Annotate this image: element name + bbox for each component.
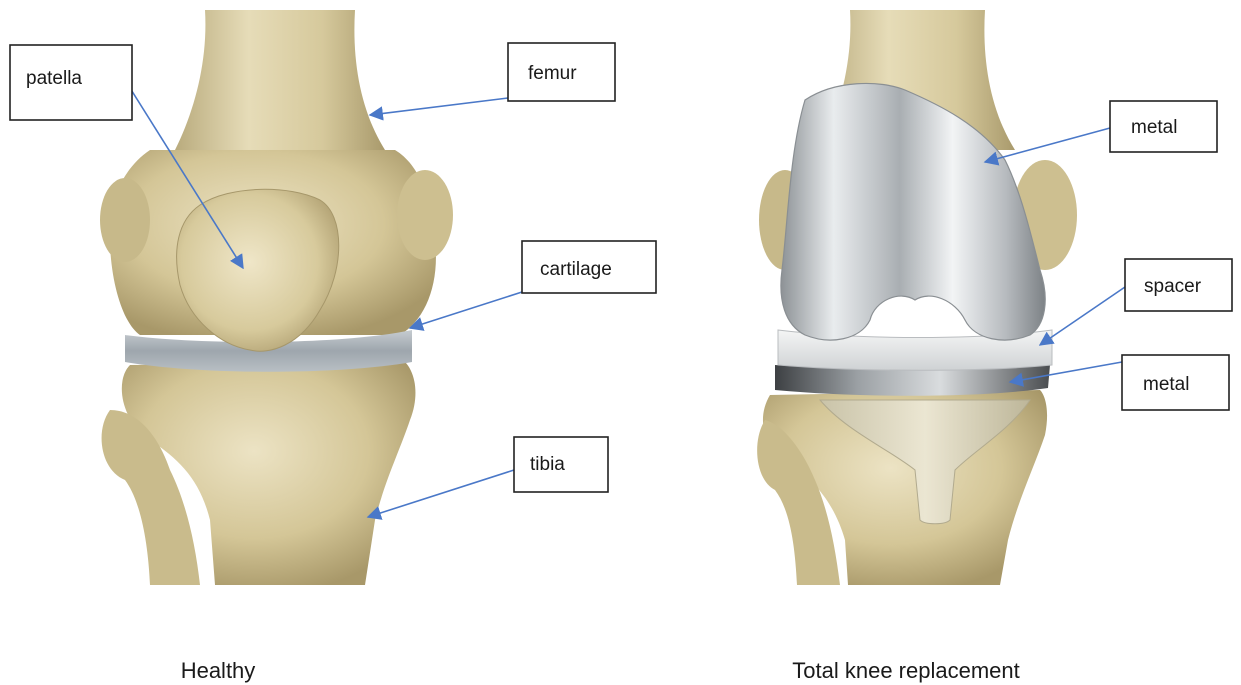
label-tibia-text: tibia [530, 454, 565, 475]
caption-healthy: Healthy [181, 658, 256, 683]
label-femur-text: femur [528, 63, 577, 84]
label-femur: femur [508, 43, 615, 101]
label-cartilage-text: cartilage [540, 259, 612, 280]
label-metal-top: metal [1110, 101, 1217, 152]
femur-lateral-bump [397, 170, 453, 260]
femur-shaft [175, 10, 385, 150]
femur-arrow [370, 98, 508, 115]
label-patella-text: patella [26, 68, 82, 89]
label-tibia: tibia [514, 437, 608, 492]
label-spacer: spacer [1125, 259, 1232, 311]
label-spacer-text: spacer [1144, 276, 1202, 297]
label-metal-bottom: metal [1122, 355, 1229, 410]
replacement-knee-illustration [757, 10, 1077, 585]
tibia-arrow [368, 470, 514, 517]
spacer-arrow [1040, 287, 1125, 345]
label-cartilage: cartilage [522, 241, 656, 293]
label-patella: patella [10, 45, 132, 120]
metal-femoral-component [781, 83, 1045, 340]
label-metal-bottom-text: metal [1143, 374, 1189, 395]
caption-total-knee-replacement: Total knee replacement [792, 658, 1019, 683]
label-metal-top-text: metal [1131, 117, 1177, 138]
healthy-knee-illustration [100, 10, 453, 585]
femur-medial-bump [100, 178, 150, 262]
